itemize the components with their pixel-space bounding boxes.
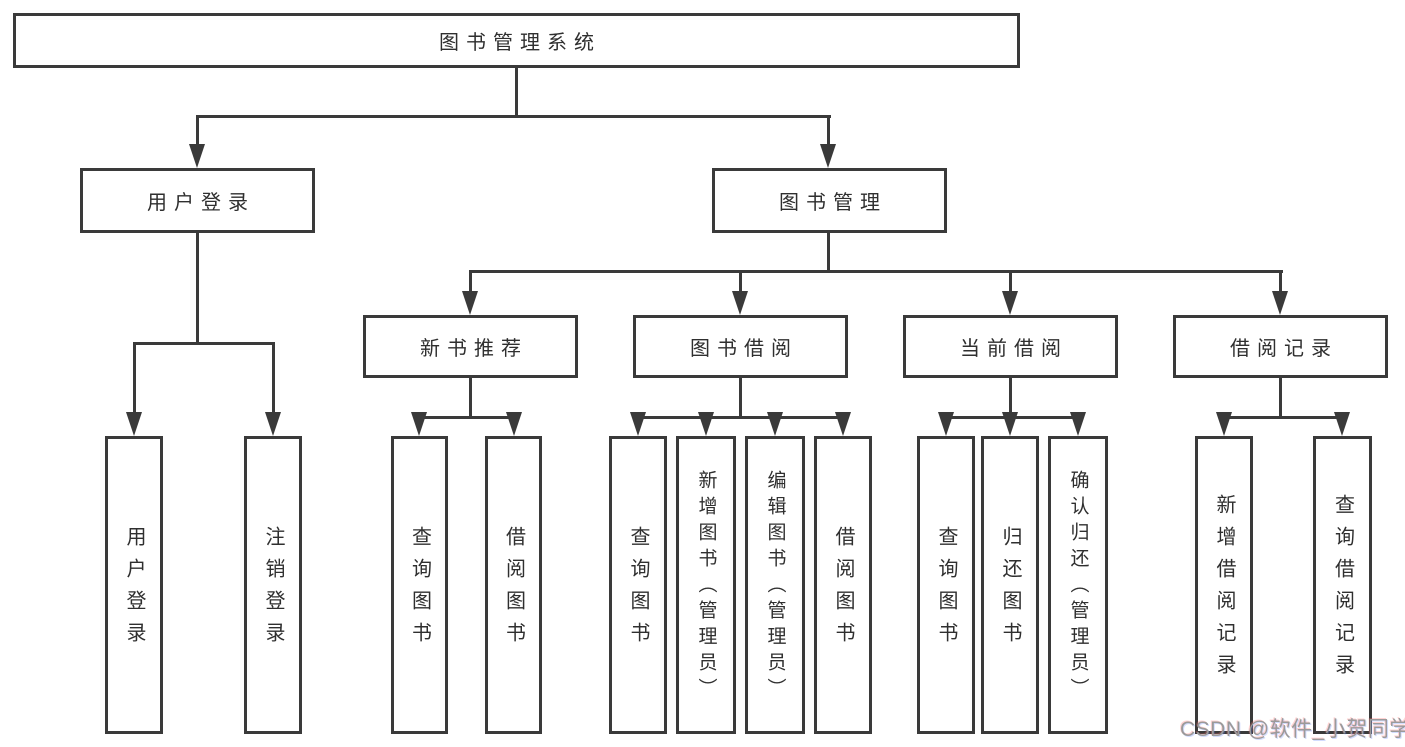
node-new-book-recommend-label: 新书推荐 bbox=[420, 338, 528, 360]
arrow-head bbox=[767, 412, 783, 436]
arrow-head bbox=[732, 291, 748, 315]
arrow-head bbox=[1002, 291, 1018, 315]
leaf-records-add-record: 新增借阅记录 bbox=[1195, 436, 1253, 734]
connector-line bbox=[637, 416, 846, 419]
connector-line bbox=[827, 115, 830, 149]
connector-line bbox=[1223, 416, 1345, 419]
leaf-current-return-book: 归还图书 bbox=[981, 436, 1039, 734]
leaf-logout-label: 注销登录 bbox=[262, 526, 284, 654]
node-borrow-records-label: 借阅记录 bbox=[1230, 338, 1338, 360]
connector-line bbox=[515, 68, 518, 118]
connector-line bbox=[1279, 378, 1282, 419]
leaf-borrow-add-book-admin: 新增图书（管理员） bbox=[676, 436, 736, 734]
arrow-head bbox=[820, 144, 836, 168]
node-new-book-recommend: 新书推荐 bbox=[363, 315, 578, 378]
node-book-management: 图书管理 bbox=[712, 168, 947, 233]
leaf-borrow-query-book: 查询图书 bbox=[609, 436, 667, 734]
node-current-borrow: 当前借阅 bbox=[903, 315, 1118, 378]
leaf-recommend-query-book: 查询图书 bbox=[391, 436, 448, 734]
arrow-head bbox=[698, 412, 714, 436]
leaf-recommend-borrow-book: 借阅图书 bbox=[485, 436, 542, 734]
connector-line bbox=[196, 115, 831, 118]
connector-line bbox=[739, 378, 742, 419]
node-user-login-label: 用户登录 bbox=[147, 192, 255, 214]
arrow-head bbox=[126, 412, 142, 436]
leaf-current-return-book-label: 归还图书 bbox=[999, 526, 1021, 654]
leaf-borrow-borrow-book-label: 借阅图书 bbox=[832, 526, 854, 654]
leaf-borrow-query-book-label: 查询图书 bbox=[627, 526, 649, 654]
connector-line bbox=[1279, 270, 1282, 294]
arrow-head bbox=[1272, 291, 1288, 315]
connector-line bbox=[133, 342, 136, 414]
leaf-user-login-label: 用户登录 bbox=[123, 526, 145, 654]
leaf-current-query-book: 查询图书 bbox=[917, 436, 975, 734]
connector-line bbox=[469, 270, 1283, 273]
arrow-head bbox=[189, 144, 205, 168]
leaf-records-add-record-label: 新增借阅记录 bbox=[1213, 494, 1235, 686]
node-book-borrow-label: 图书借阅 bbox=[690, 338, 798, 360]
node-current-borrow-label: 当前借阅 bbox=[960, 338, 1068, 360]
node-root: 图书管理系统 bbox=[13, 13, 1020, 68]
arrow-head bbox=[411, 412, 427, 436]
leaf-logout: 注销登录 bbox=[244, 436, 302, 734]
arrow-head bbox=[265, 412, 281, 436]
arrow-head bbox=[462, 291, 478, 315]
node-user-login: 用户登录 bbox=[80, 168, 315, 233]
leaf-recommend-borrow-book-label: 借阅图书 bbox=[502, 526, 525, 654]
connector-line bbox=[469, 378, 472, 419]
leaf-borrow-borrow-book: 借阅图书 bbox=[814, 436, 872, 734]
connector-line bbox=[469, 270, 472, 294]
node-book-management-label: 图书管理 bbox=[779, 192, 887, 214]
connector-line bbox=[196, 115, 199, 149]
leaf-borrow-edit-book-admin: 编辑图书（管理员） bbox=[745, 436, 805, 734]
leaf-records-query-record: 查询借阅记录 bbox=[1313, 436, 1372, 734]
connector-line bbox=[827, 233, 830, 273]
leaf-records-query-record-label: 查询借阅记录 bbox=[1331, 494, 1354, 686]
leaf-user-login: 用户登录 bbox=[105, 436, 163, 734]
connector-line bbox=[196, 233, 199, 345]
node-borrow-records: 借阅记录 bbox=[1173, 315, 1388, 378]
arrow-head bbox=[1216, 412, 1232, 436]
arrow-head bbox=[1002, 412, 1018, 436]
leaf-recommend-query-book-label: 查询图书 bbox=[408, 526, 431, 654]
connector-line bbox=[272, 342, 275, 414]
connector-line bbox=[1009, 270, 1012, 294]
connector-line bbox=[418, 416, 517, 419]
leaf-current-query-book-label: 查询图书 bbox=[935, 526, 957, 654]
leaf-current-confirm-return-admin: 确认归还（管理员） bbox=[1048, 436, 1108, 734]
connector-line bbox=[133, 342, 275, 345]
arrow-head bbox=[506, 412, 522, 436]
arrow-head bbox=[630, 412, 646, 436]
watermark: CSDN @软件_小贺同学 bbox=[1180, 718, 1405, 741]
arrow-head bbox=[938, 412, 954, 436]
arrow-head bbox=[1334, 412, 1350, 436]
node-root-label: 图书管理系统 bbox=[439, 32, 601, 54]
leaf-borrow-edit-book-admin-label: 编辑图书（管理员） bbox=[764, 470, 786, 704]
arrow-head bbox=[1070, 412, 1086, 436]
node-book-borrow: 图书借阅 bbox=[633, 315, 848, 378]
leaf-current-confirm-return-admin-label: 确认归还（管理员） bbox=[1067, 470, 1089, 704]
arrow-head bbox=[835, 412, 851, 436]
leaf-borrow-add-book-admin-label: 新增图书（管理员） bbox=[695, 470, 717, 704]
connector-line bbox=[1009, 378, 1012, 419]
connector-line bbox=[739, 270, 742, 294]
